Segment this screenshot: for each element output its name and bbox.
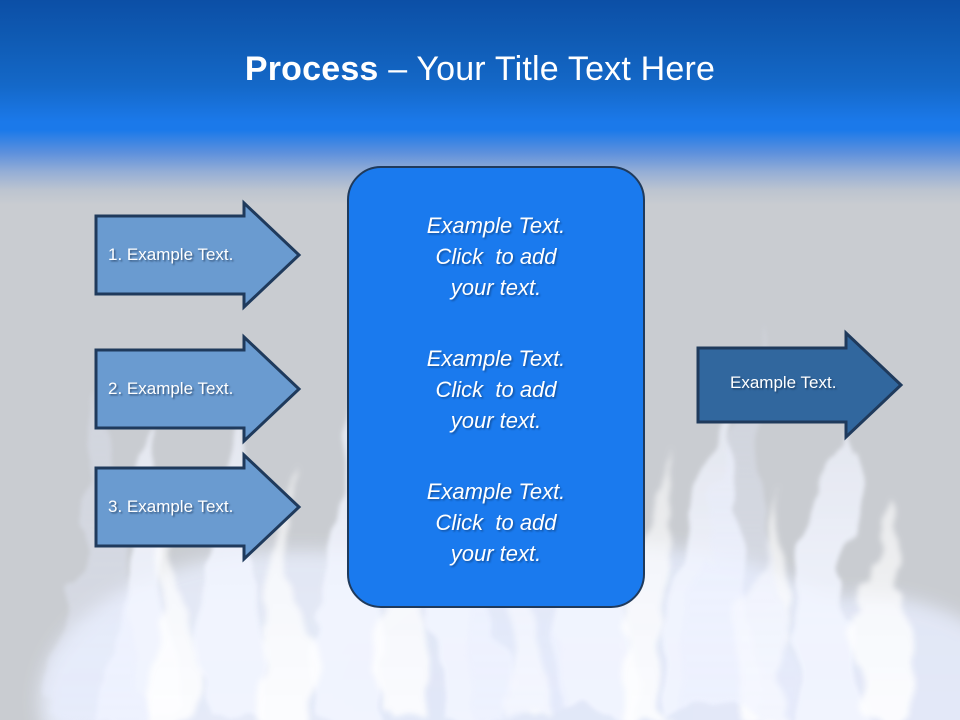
center-block-3-line-3: your text. — [450, 541, 542, 566]
center-text-block-3: Example Text. Click to add your text. — [349, 476, 643, 569]
center-text-block-1: Example Text. Click to add your text. — [349, 210, 643, 303]
arrow-right-shape-icon — [94, 451, 302, 563]
slide-title-strong: Process — [244, 50, 379, 88]
process-arrow-1[interactable]: 1. Example Text. — [94, 199, 304, 311]
process-center-box[interactable]: Example Text. Click to add your text. Ex… — [347, 166, 645, 608]
process-arrow-3[interactable]: 3. Example Text. — [94, 451, 304, 563]
arrow-right-shape-icon — [94, 333, 302, 445]
arrow-right-shape-icon — [94, 199, 302, 311]
center-text-block-2: Example Text. Click to add your text. — [349, 343, 643, 436]
center-block-2-line-3: your text. — [450, 408, 542, 433]
center-block-3-line-1: Example Text. — [426, 479, 566, 504]
center-block-2-line-1: Example Text. — [426, 346, 566, 371]
process-arrow-2[interactable]: 2. Example Text. — [94, 333, 304, 445]
process-output-arrow[interactable]: Example Text. — [696, 329, 906, 441]
center-block-1-line-3: your text. — [450, 275, 542, 300]
arrow-right-shape-icon — [696, 329, 904, 441]
center-block-3-line-2: Click to add — [435, 510, 557, 535]
slide-title: Process – Your Title Text Here — [0, 48, 960, 90]
center-block-1-line-2: Click to add — [435, 244, 557, 269]
center-block-1-line-1: Example Text. — [426, 213, 566, 238]
slide-title-rest: – Your Title Text Here — [378, 50, 716, 88]
center-block-2-line-2: Click to add — [435, 377, 557, 402]
